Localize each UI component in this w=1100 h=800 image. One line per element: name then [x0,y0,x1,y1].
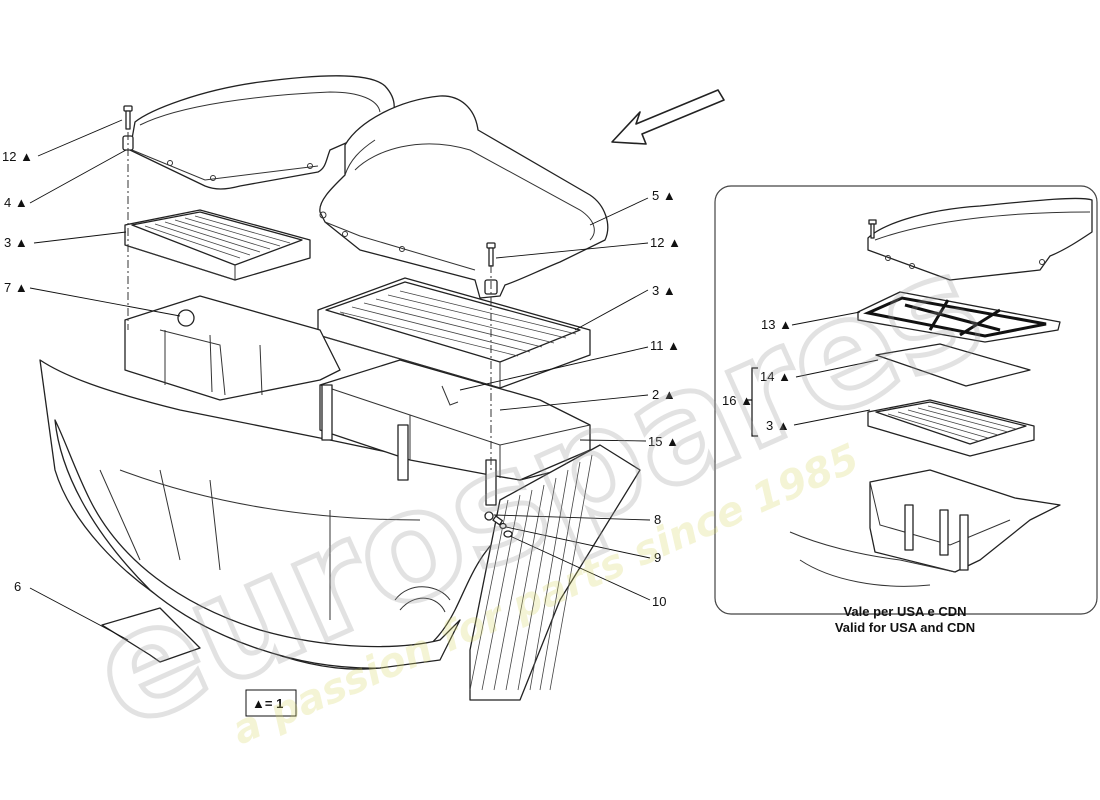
callout-7: 7 ▲ [4,280,28,295]
callout-8: 8 [654,512,661,527]
air-filter-right [317,277,591,389]
callout-15: 15 ▲ [648,434,679,449]
leader-lines [29,119,651,641]
callout-4: 4 ▲ [4,195,28,210]
callout-3-left: 3 ▲ [4,235,28,250]
callout-3-right: 3 ▲ [652,283,676,298]
callout-11: 11 ▲ [650,338,680,353]
callout-13: 13 ▲ [761,317,792,332]
callout-12-left: 12 ▲ [2,149,33,164]
direction-arrow [611,89,725,145]
air-filter-left [124,209,311,281]
callout-5: 5 ▲ [652,188,676,203]
bolt-and-washers [484,511,513,538]
airbox-cover-left [129,75,395,190]
airbox-housing [39,295,641,701]
inset-caption-en: Valid for USA and CDN [835,620,975,635]
callout-6: 6 [14,579,21,594]
inset-panel: 13 ▲ 14 ▲ 16 ▲ 3 ▲ Vale per USA e CDN Va… [714,185,1098,635]
inset-caption-it: Vale per USA e CDN [843,604,966,619]
callout-10: 10 [652,594,666,609]
legend-box: ▲= 1 [245,689,297,717]
callout-9: 9 [654,550,661,565]
callout-14: 14 ▲ [760,369,791,384]
callout-12-right: 12 ▲ [650,235,681,250]
callout-2: 2 ▲ [652,387,676,402]
plate-part-6 [101,607,201,663]
callout-16: 16 ▲ [722,393,753,408]
airbox-cover-right [319,95,609,299]
callout-3-inset: 3 ▲ [766,418,790,433]
legend-text: ▲= 1 [252,696,283,711]
